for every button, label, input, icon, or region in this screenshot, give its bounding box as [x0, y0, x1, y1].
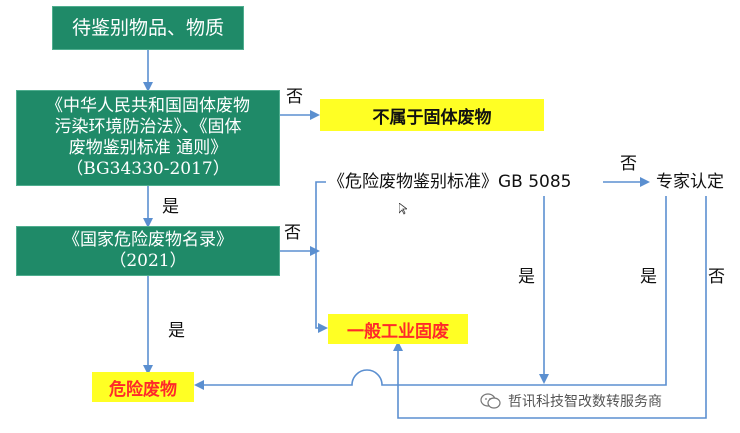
law-line-2: 污染环境防治法》、《固体: [54, 117, 242, 137]
watermark: 哲讯科技智改数转服务商: [480, 388, 662, 414]
list-line-1: 《国家危险废物名录》: [63, 230, 233, 250]
hazardous-waste-box: 危险废物: [92, 372, 194, 402]
branch-bracket: [315, 181, 328, 333]
general-waste-text: 一般工业固废: [347, 321, 449, 342]
list-line-2: （2021）: [109, 251, 187, 271]
law-line-1: 《中华人民共和国固体废物: [46, 96, 250, 116]
start-box-text: 待鉴别物品、物质: [71, 16, 224, 39]
no-label-standard: 否: [620, 154, 637, 174]
mouse-pointer-icon: [399, 203, 407, 215]
yes-label-list: 是: [168, 321, 185, 341]
arrow-to-hazardous: [196, 369, 544, 385]
yes-label-law: 是: [162, 197, 179, 217]
law-box: 《中华人民共和国固体废物 污染环境防治法》、《固体 废物鉴别标准 通则》 （BG…: [16, 90, 280, 186]
no-label-law: 否: [286, 87, 303, 107]
line-expert-yes: [544, 196, 667, 386]
hazardous-waste-text: 危险废物: [109, 379, 177, 400]
general-waste-box: 一般工业固废: [328, 314, 468, 344]
standard-label: 《危险废物鉴别标准》GB 5085: [328, 172, 572, 192]
no-label-expert: 否: [708, 267, 725, 287]
no-label-list: 否: [284, 223, 301, 243]
yes-label-standard: 是: [518, 267, 535, 287]
list-box: 《国家危险废物名录》 （2021）: [16, 226, 280, 276]
yes-label-expert: 是: [640, 267, 657, 287]
law-line-3: 废物鉴别标准 通则》: [68, 138, 228, 158]
not-solid-waste-text: 不属于固体废物: [372, 107, 492, 128]
watermark-text: 哲讯科技智改数转服务商: [508, 394, 662, 410]
not-solid-waste-box: 不属于固体废物: [320, 99, 544, 131]
arrow-expert-no-to-general: [393, 196, 707, 419]
law-line-4: （BG34330-2017）: [66, 159, 230, 179]
start-box: 待鉴别物品、物质: [52, 6, 244, 50]
expert-label: 专家认定: [656, 172, 724, 192]
wechat-icon: [480, 393, 501, 409]
